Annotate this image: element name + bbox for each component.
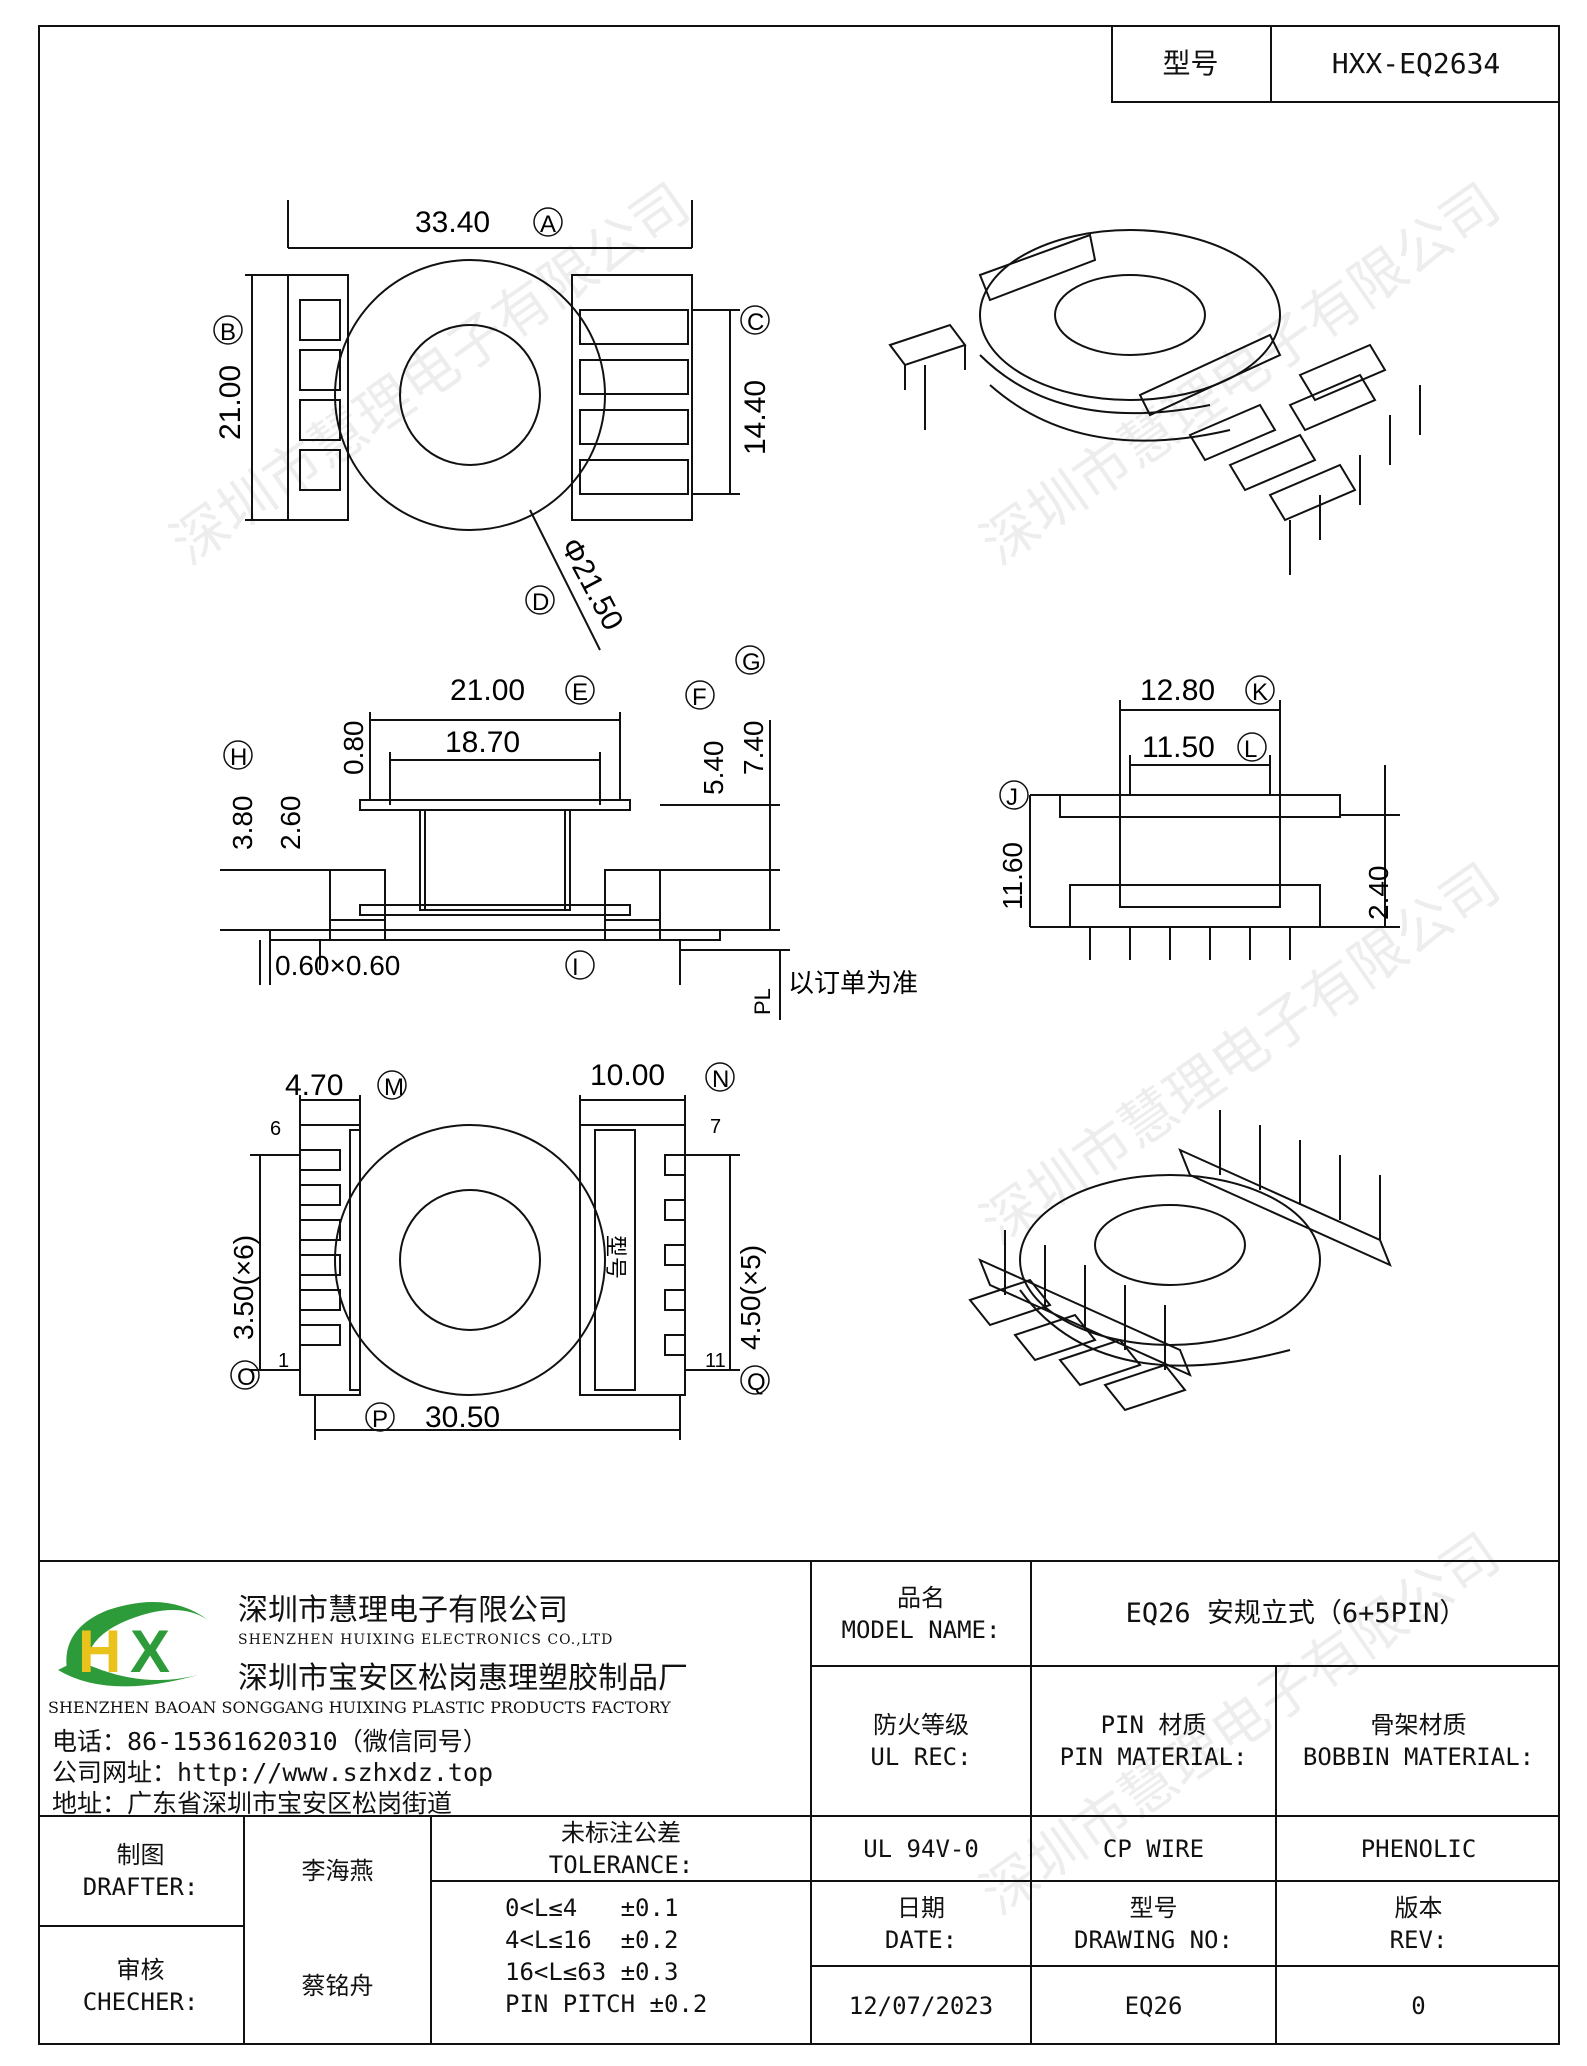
- dim-h-value: 3.80: [227, 796, 258, 851]
- dim-f-letter: F: [692, 684, 707, 711]
- dim-e-letter: E: [572, 679, 588, 706]
- dim-q-value: 4.50(×5): [735, 1245, 766, 1350]
- address: 地址：广东省深圳市宝安区松岗街道: [52, 1789, 453, 1818]
- drawing-no-value: EQ26: [1124, 1992, 1183, 2020]
- top-view: 33.40 A 21.00 B 14.40 C Φ21.50 D: [213, 200, 772, 651]
- title-block: [1111, 25, 1560, 103]
- isometric-view-top: [888, 229, 1421, 575]
- marking-label: 型号: [603, 1235, 628, 1279]
- dim-d-letter: D: [532, 589, 549, 616]
- website: 公司网址：http://www.szhxdz.top: [52, 1758, 494, 1787]
- company-logo: H X: [58, 1602, 208, 1687]
- dim-k-value: 12.80: [1140, 674, 1215, 707]
- model-name-value: EQ26 安规立式（6+5PIN）: [1125, 1597, 1467, 1629]
- dim-q-letter: Q: [747, 1369, 766, 1396]
- pin-number: 6: [270, 1118, 281, 1140]
- dim-i-letter: I: [572, 954, 579, 981]
- model-label: 型号: [1162, 47, 1219, 80]
- dim-o-value: 3.50(×6): [228, 1235, 259, 1340]
- dim-n-letter: N: [712, 1066, 729, 1093]
- dim-pl: PL: [750, 988, 775, 1015]
- dim-b-letter: B: [220, 319, 236, 346]
- bobbin-material-value: PHENOLIC: [1360, 1834, 1477, 1863]
- dim-d-value: Φ21.50: [554, 533, 630, 636]
- checker-name: 蔡铭舟: [301, 1972, 374, 2000]
- dim-o-letter: O: [237, 1364, 256, 1391]
- dim-g-value: 7.40: [738, 721, 769, 776]
- rev-value: 0: [1411, 1992, 1426, 2020]
- side-view: 12.80 K 11.50 L 11.60 J 2.40: [997, 674, 1400, 960]
- dim-flange: 0.80: [338, 721, 369, 776]
- dim-a-letter: A: [540, 211, 556, 238]
- factory-name-en: SHENZHEN BAOAN SONGGANG HUIXING PLASTIC …: [48, 1698, 671, 1717]
- dim-a-value: 33.40: [415, 206, 490, 239]
- pin-material-value: CP WIRE: [1102, 1834, 1205, 1863]
- dim-e-value: 21.00: [450, 674, 525, 707]
- dim-m-value: 4.70: [285, 1069, 343, 1102]
- front-view: 21.00 E 18.70 0.80 5.40 F 7.40 G 3.80 H …: [220, 645, 918, 1020]
- dim-f-value: 5.40: [698, 741, 729, 796]
- drafter-name: 李海燕: [301, 1857, 374, 1885]
- company-name-cn: 深圳市慧理电子有限公司: [238, 1593, 568, 1628]
- model-value: HXX-EQ2634: [1331, 47, 1501, 80]
- dim-p-letter: P: [372, 1406, 388, 1433]
- svg-text:X: X: [130, 1618, 170, 1685]
- date-value: 12/07/2023: [848, 1992, 994, 2020]
- pin-number: 7: [710, 1116, 721, 1138]
- inner-width: 18.70: [445, 726, 520, 759]
- dim-j-value: 11.60: [997, 842, 1028, 910]
- ul-value: UL 94V-0: [863, 1834, 979, 1863]
- dim-h-letter: H: [230, 744, 247, 771]
- svg-text:H: H: [78, 1618, 121, 1685]
- dim-c-value: 14.40: [739, 380, 772, 455]
- pin-length-note: 以订单为准: [788, 968, 918, 998]
- dim-260: 2.60: [275, 796, 306, 851]
- bottom-view: 4.70 M 10.00 N 3.50(×6) O 4.50(×5) Q P 3…: [228, 1059, 770, 1440]
- dim-k-letter: K: [1252, 679, 1268, 706]
- dim-c-letter: C: [747, 309, 764, 336]
- dim-l-value: 11.50: [1142, 731, 1215, 764]
- isometric-view-bottom: [968, 1110, 1392, 1412]
- dim-g-letter: G: [742, 649, 761, 676]
- company-name-en: SHENZHEN HUIXING ELECTRONICS CO.,LTD: [238, 1632, 614, 1648]
- dim-j-letter: J: [1006, 784, 1018, 811]
- dim-240: 2.40: [1363, 866, 1394, 921]
- factory-name-cn: 深圳市宝安区松岗惠理塑胶制品厂: [238, 1661, 688, 1696]
- drawing-frame: [38, 25, 1560, 2045]
- phone: 电话：86-15361620310（微信同号）: [52, 1727, 488, 1756]
- dim-n-value: 10.00: [590, 1059, 665, 1092]
- dim-p-value: 30.50: [425, 1401, 500, 1434]
- dim-b-value: 21.00: [214, 365, 247, 440]
- dim-m-letter: M: [384, 1074, 404, 1101]
- pin-number: 11: [705, 1350, 726, 1372]
- pin-number: 1: [278, 1350, 289, 1372]
- dim-i-value: 0.60×0.60: [275, 950, 400, 981]
- dim-l-letter: L: [1244, 736, 1257, 763]
